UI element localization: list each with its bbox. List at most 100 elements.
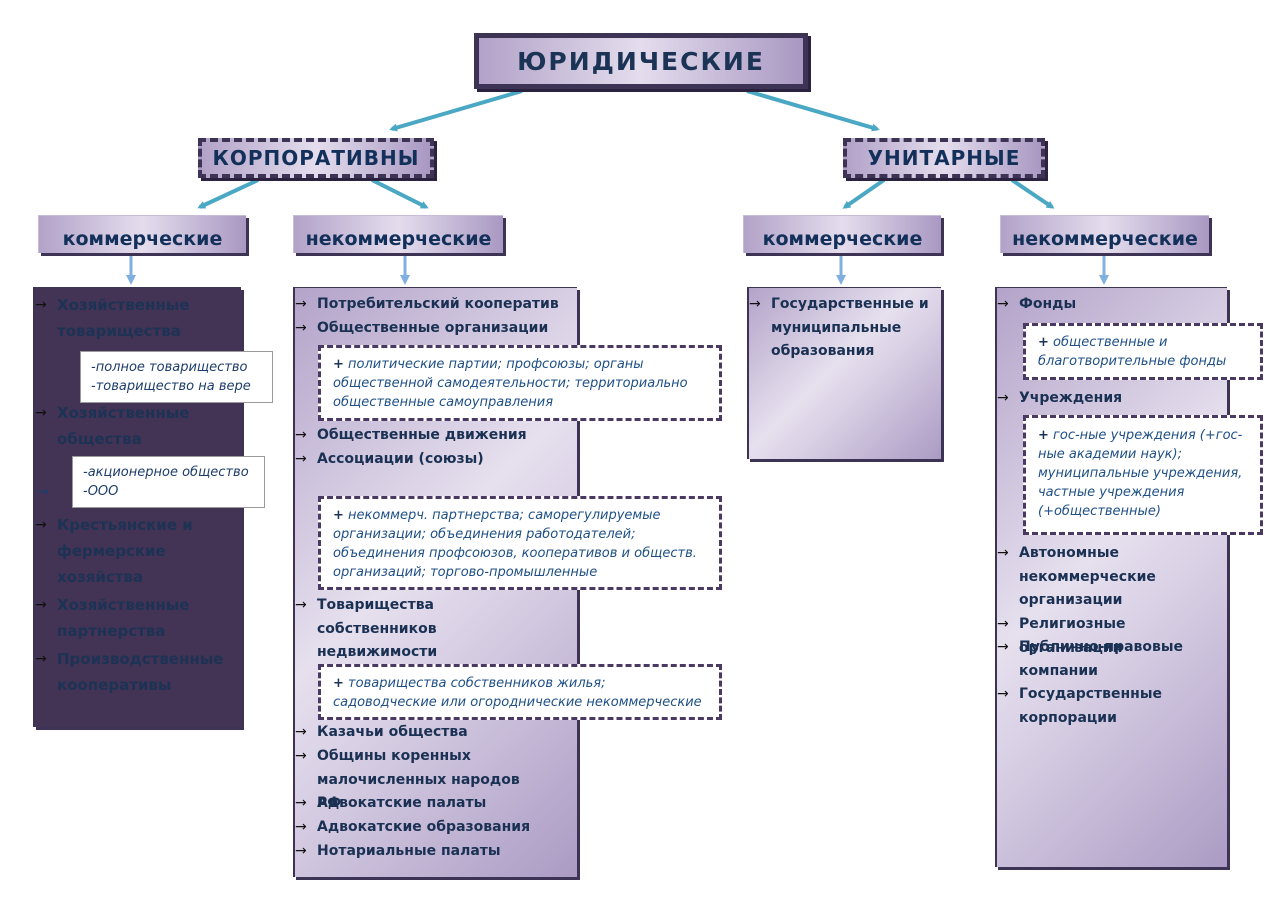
- item-label: Религиозные организации: [1019, 616, 1126, 656]
- note-line: -товарищество на вере: [91, 379, 251, 394]
- list-item: → Публично-правовые компании: [997, 636, 1189, 683]
- arrow-icon: →: [35, 405, 47, 421]
- list-item: → Государственные и муниципальные образо…: [749, 293, 931, 364]
- arrow-icon: →: [295, 320, 307, 336]
- arrow-icon: →: [295, 451, 307, 467]
- root-title: ЮРИДИЧЕСКИЕ: [517, 46, 765, 76]
- list-item: → Хозяйственные общества: [35, 400, 227, 452]
- corp-commercial-title: коммерческие: [62, 228, 223, 250]
- arrow-icon: →: [997, 390, 1009, 406]
- arrow-icon: →: [295, 427, 307, 443]
- arrow-icon: →: [35, 297, 47, 313]
- connector-unitary-noncommercial: [1010, 178, 1055, 209]
- list-item: → Общественные движения: [295, 424, 572, 448]
- corp-noncommercial-note-1: + политические партии; профсоюзы; органы…: [318, 345, 722, 421]
- note-line: -акционерное общество: [83, 465, 249, 480]
- item-label: Учреждения: [1019, 390, 1123, 406]
- item-label: Автономные некоммерческие организации: [1019, 545, 1156, 608]
- arrow-icon: →: [37, 484, 49, 500]
- list-item: → Общины коренных малочисленных народов …: [295, 745, 547, 816]
- unit-commercial-title: коммерческие: [762, 228, 923, 250]
- note-text: некоммерч. партнерства; саморегулируемые…: [333, 508, 697, 580]
- unit-noncommercial-header: некоммерческие: [1000, 215, 1209, 253]
- arrow-icon: →: [295, 597, 307, 613]
- arrow-icon: →: [35, 651, 47, 667]
- unit-noncommercial-title: некоммерческие: [1012, 228, 1198, 250]
- list-item: → Крестьянские и фермерские хозяйства: [35, 512, 207, 590]
- list-item: → Товарищества собственников недвижимост…: [295, 594, 547, 665]
- list-item: → Государственные корпорации: [997, 683, 1189, 730]
- list-item: → Адвокатские палаты: [295, 792, 572, 816]
- note-line: -ООО: [83, 484, 119, 499]
- item-label: Хозяйственные товарищества: [57, 296, 190, 340]
- plus-icon: +: [333, 508, 344, 523]
- unit-noncommercial-note-2: + гос-ные учреждения (+гос-ные академии …: [1023, 415, 1263, 535]
- item-label: Товарищества собственников недвижимости: [317, 597, 438, 660]
- plus-icon: +: [333, 357, 344, 372]
- corp-noncommercial-note-2: + некоммерч. партнерства; саморегулируем…: [318, 496, 722, 590]
- corp-commercial-header: коммерческие: [38, 215, 246, 253]
- item-label: Крестьянские и фермерские хозяйства: [57, 516, 193, 586]
- list-item: → Производственные кооперативы: [35, 646, 237, 698]
- item-label: Ассоциации (союзы): [317, 451, 484, 467]
- unit-commercial-header: коммерческие: [743, 215, 941, 253]
- note-text: гос-ные учреждения (+гос-ные академии на…: [1038, 428, 1243, 519]
- corporate-title: КОРПОРАТИВНЫ: [212, 146, 420, 170]
- list-item: → Адвокатские образования: [295, 816, 572, 840]
- connector-corporate-noncommercial: [371, 178, 429, 209]
- list-item: → Казачьи общества: [295, 721, 572, 745]
- arrow-icon: →: [997, 545, 1009, 561]
- item-label: Хозяйственные общества: [57, 404, 190, 448]
- arrow-icon: →: [749, 296, 761, 312]
- item-label: Адвокатские палаты: [317, 795, 487, 811]
- connector-root-unitary: [746, 89, 880, 132]
- item-label: Общественные движения: [317, 427, 527, 443]
- unitary-node: УНИТАРНЫЕ: [843, 138, 1045, 178]
- arrow-icon: →: [295, 724, 307, 740]
- arrow-icon: →: [997, 639, 1009, 655]
- list-item: → Религиозные организации: [997, 613, 1229, 660]
- arrow-icon: →: [35, 597, 47, 613]
- item-label: Адвокатские образования: [317, 819, 531, 835]
- item-label: Хозяйственные партнерства: [57, 596, 190, 640]
- arrow-icon: →: [295, 795, 307, 811]
- arrow-icon: →: [997, 616, 1009, 632]
- connector-corporate-commercial: [197, 178, 259, 209]
- root-node: ЮРИДИЧЕСКИЕ: [474, 33, 808, 89]
- arrow-icon: →: [295, 748, 307, 764]
- note-line: -полное товарищество: [91, 360, 248, 375]
- unitary-title: УНИТАРНЫЕ: [867, 146, 1021, 170]
- list-item: → Нотариальные палаты: [295, 840, 572, 864]
- plus-icon: +: [333, 676, 344, 691]
- list-item: → Автономные некоммерческие организации: [997, 542, 1189, 613]
- item-label: Общественные организации: [317, 320, 549, 336]
- corp-commercial-note-1: -полное товарищество -товарищество на ве…: [80, 351, 273, 403]
- item-label: Общины коренных малочисленных народов РФ: [317, 748, 520, 811]
- note-text: политические партии; профсоюзы; органы о…: [333, 357, 688, 410]
- arrow-icon: →: [35, 517, 47, 533]
- item-label: Потребительский кооператив: [317, 296, 559, 312]
- list-item: → Хозяйственные товарищества: [35, 292, 227, 344]
- corp-noncommercial-note-3: + товарищества собственников жилья; садо…: [318, 664, 722, 720]
- item-label: Производственные кооперативы: [57, 650, 224, 694]
- corp-noncommercial-title: некоммерческие: [305, 228, 492, 250]
- list-item: → Фонды: [997, 293, 1219, 317]
- connector-unitary-commercial: [842, 178, 886, 209]
- list-item: → Учреждения: [997, 387, 1219, 411]
- plus-icon: +: [1038, 428, 1049, 443]
- plus-icon: +: [1038, 335, 1049, 350]
- note-text: общественные и благотворительные фонды: [1038, 335, 1227, 369]
- list-item: → Ассоциации (союзы): [295, 448, 572, 472]
- arrow-icon: →: [295, 819, 307, 835]
- arrow-icon: →: [295, 296, 307, 312]
- item-label: Фонды: [1019, 296, 1077, 312]
- corporate-node: КОРПОРАТИВНЫ: [198, 138, 434, 178]
- unit-commercial-panel: → Государственные и муниципальные образо…: [747, 287, 941, 459]
- list-item: → Хозяйственные партнерства: [35, 592, 227, 644]
- arrow-icon: →: [997, 686, 1009, 702]
- item-label: Казачьи общества: [317, 724, 468, 740]
- connector-root-corporate: [389, 89, 523, 132]
- unit-noncommercial-panel: → Фонды → Учреждения → Автономные некомм…: [995, 287, 1227, 867]
- item-label: Государственные корпорации: [1019, 686, 1163, 726]
- corp-noncommercial-header: некоммерческие: [293, 215, 503, 253]
